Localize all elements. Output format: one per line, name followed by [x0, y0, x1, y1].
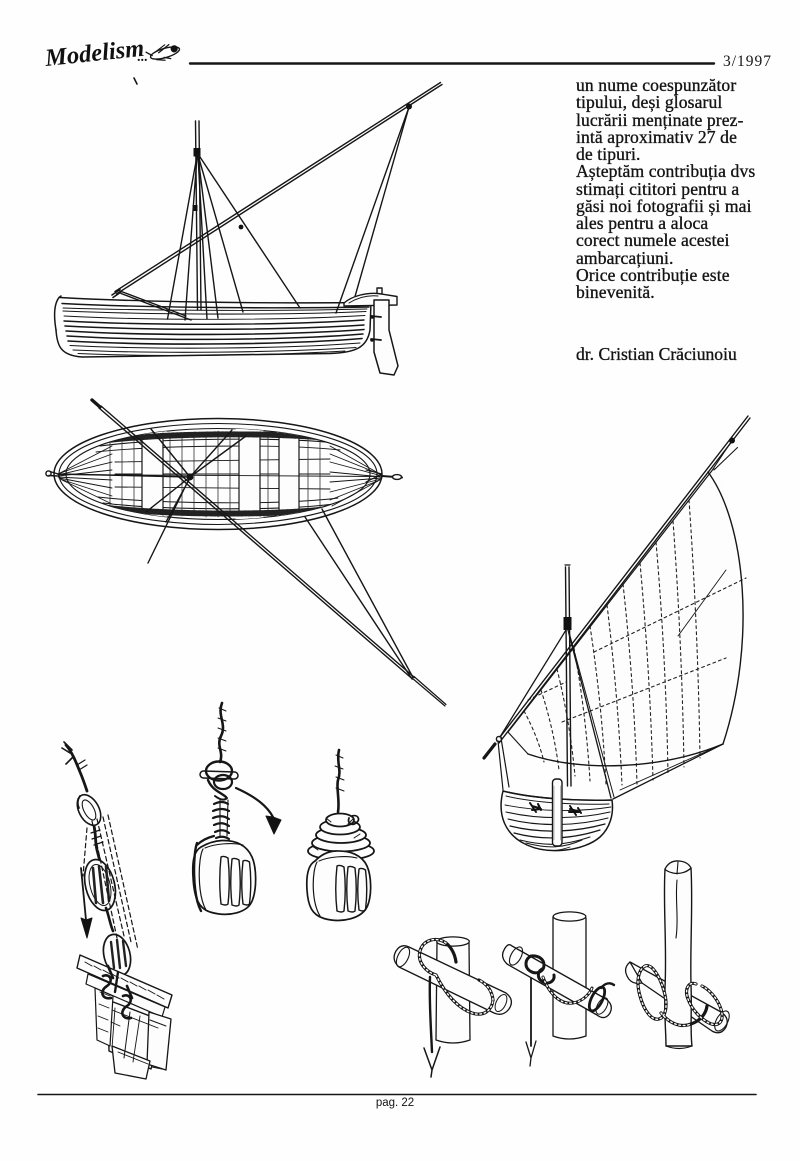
svg-text:Modelism: Modelism	[43, 35, 146, 72]
svg-text:...: ...	[137, 50, 148, 65]
